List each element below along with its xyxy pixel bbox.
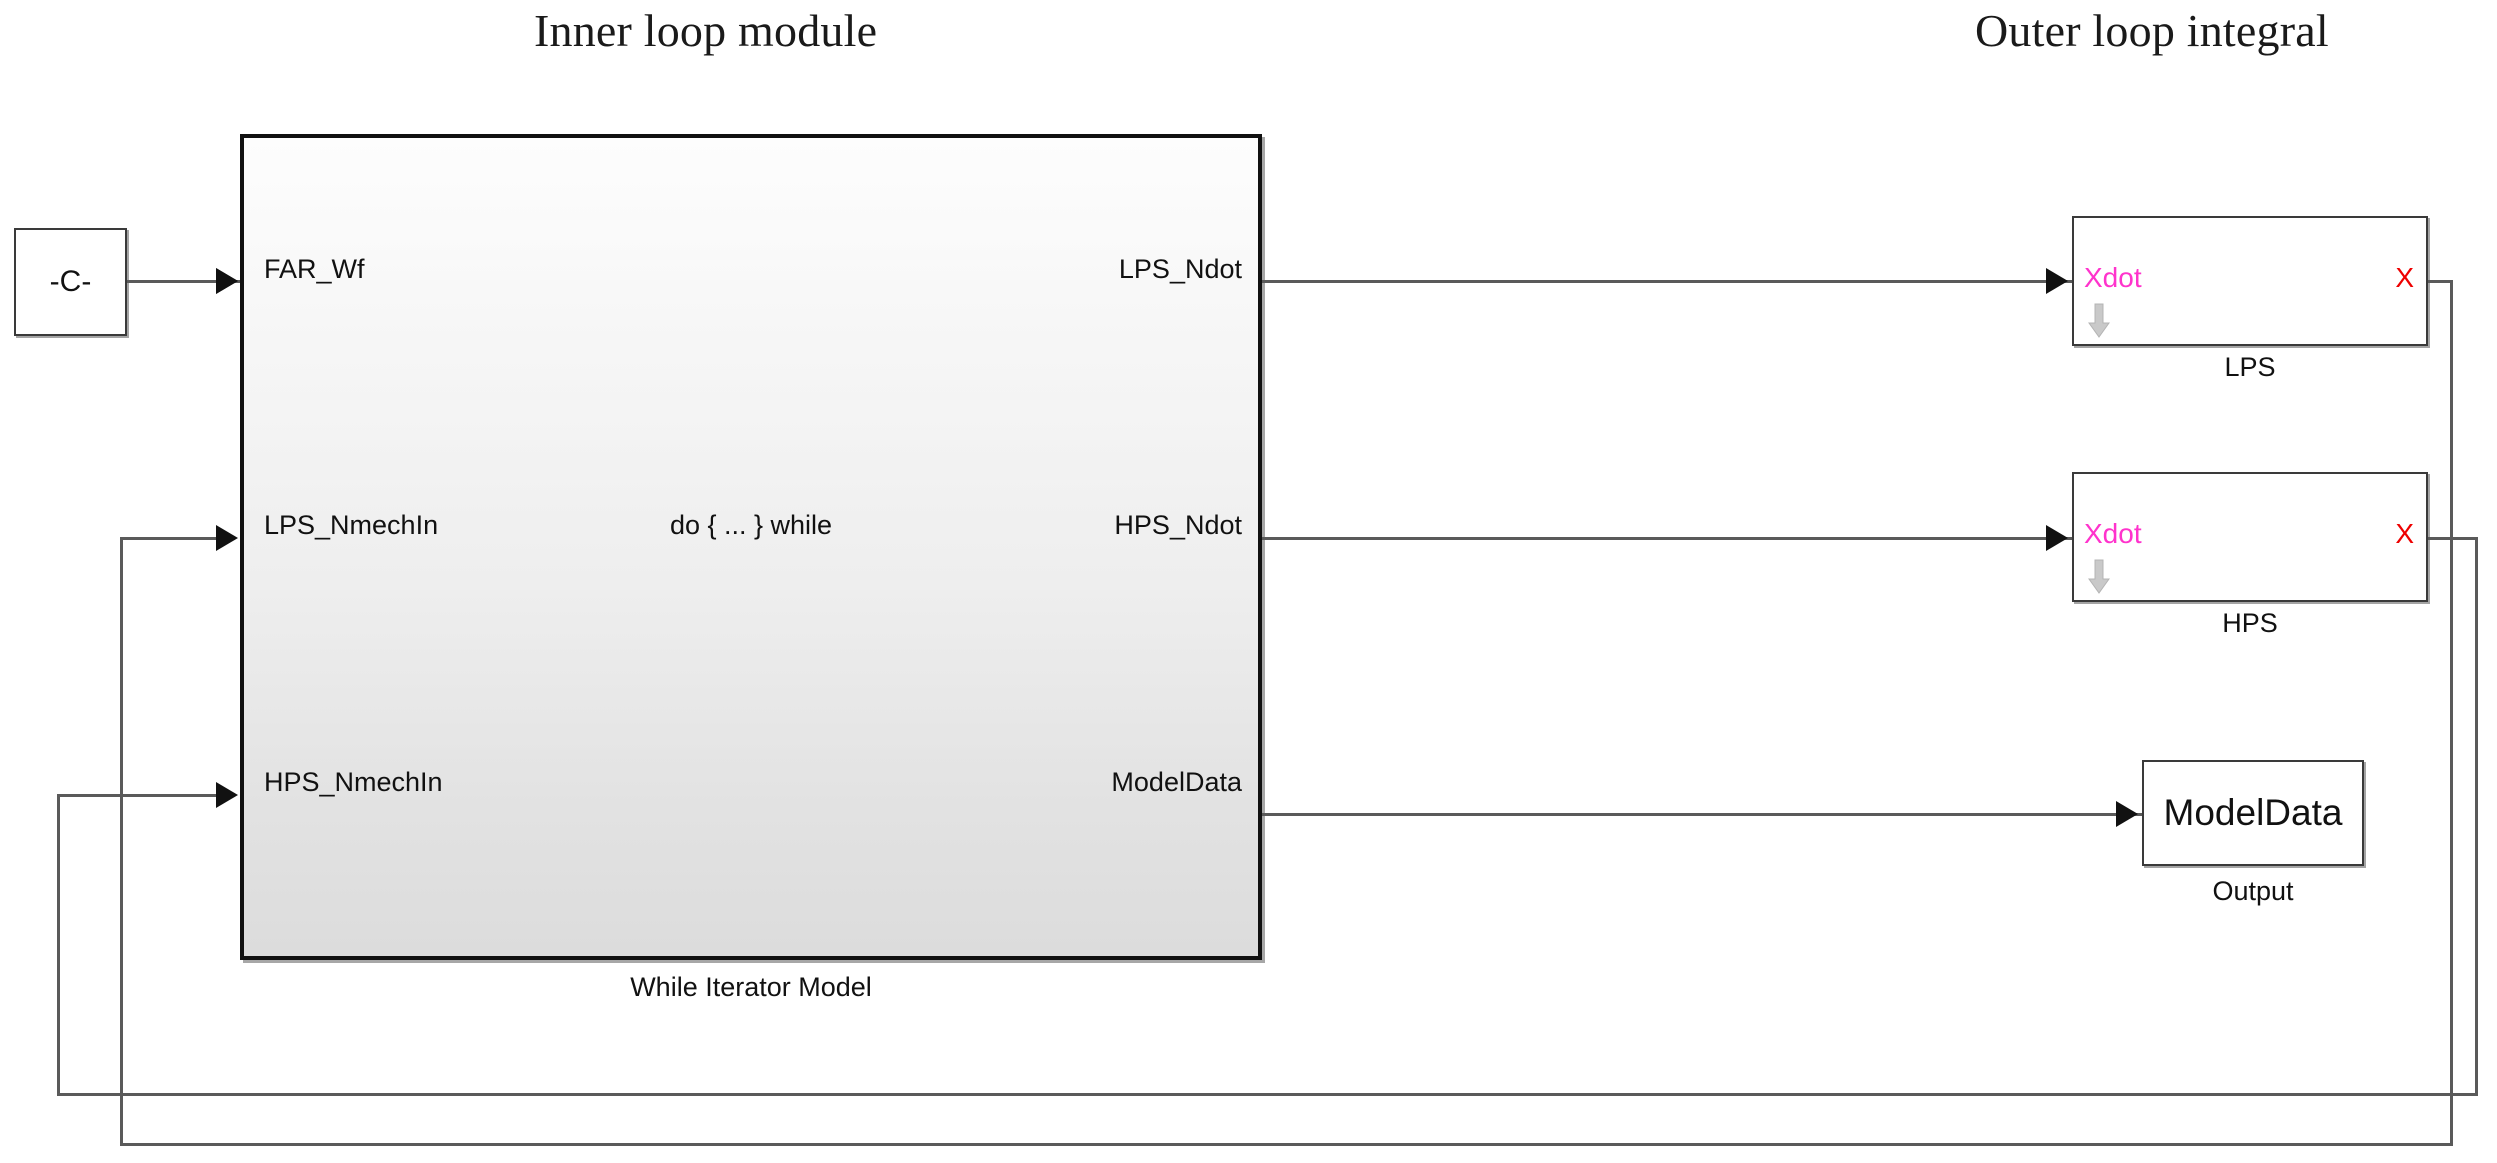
wire-modeldata-to-output xyxy=(1262,813,2142,816)
subsystem-input-port-far-wf: FAR_Wf xyxy=(264,254,365,284)
wire-hps-feedback-left xyxy=(57,794,60,1094)
subsystem-output-port-hps-ndot: HPS_Ndot xyxy=(1114,510,1242,540)
wire-lps-feedback-right xyxy=(2450,280,2453,1146)
subsystem-caption: While Iterator Model xyxy=(630,972,872,1002)
wire-hps-feedback-right xyxy=(2475,537,2478,1096)
signal-arrowhead-icon xyxy=(216,525,238,551)
constant-block[interactable]: -C- xyxy=(14,228,127,336)
wire-const-to-far-wf xyxy=(127,280,242,283)
output-block-label: ModelData xyxy=(2163,792,2343,833)
integrator-output-label-x: X xyxy=(2395,262,2414,293)
wire-lps-ndot-to-integrator xyxy=(1262,280,2072,283)
subsystem-output-port-lps-ndot: LPS_Ndot xyxy=(1118,254,1242,284)
wire-hps-feedback-top xyxy=(2428,537,2478,540)
integrator-output-label-x: X xyxy=(2395,518,2414,549)
integrator-caption-lps: LPS xyxy=(2224,352,2276,382)
wire-lps-feedback-left xyxy=(120,537,123,1143)
signal-arrowhead-icon xyxy=(2046,268,2068,294)
wire-lps-feedback-into-port xyxy=(120,537,216,540)
integrator-input-label-xdot: Xdot xyxy=(2084,262,2142,293)
wire-hps-feedback-bottom xyxy=(57,1093,2478,1096)
subsystem-input-port-hps-nmechin: HPS_NmechIn xyxy=(264,767,443,797)
integrator-block-hps[interactable]: Xdot X xyxy=(2072,472,2428,602)
subsystem-input-port-lps-nmechin: LPS_NmechIn xyxy=(264,510,439,540)
signal-arrowhead-icon xyxy=(216,268,238,294)
signal-arrowhead-icon xyxy=(2046,525,2068,551)
wire-hps-ndot-to-integrator xyxy=(1262,537,2072,540)
wire-lps-feedback-bottom xyxy=(120,1143,2453,1146)
wire-hps-feedback-into-port xyxy=(57,794,216,797)
integrator-block-lps[interactable]: Xdot X xyxy=(2072,216,2428,346)
constant-block-label: -C- xyxy=(49,265,92,298)
subsystem-body-label: do { ... } while xyxy=(669,510,833,540)
down-arrow-icon xyxy=(2086,303,2112,338)
signal-arrowhead-icon xyxy=(2116,801,2138,827)
down-arrow-icon xyxy=(2086,559,2112,594)
output-block-modeldata[interactable]: ModelData xyxy=(2142,760,2364,866)
integrator-input-label-xdot: Xdot xyxy=(2084,518,2142,549)
integrator-caption-hps: HPS xyxy=(2222,608,2278,638)
wire-lps-feedback-top xyxy=(2428,280,2453,283)
section-title-inner-loop: Inner loop module xyxy=(534,5,878,56)
output-block-caption: Output xyxy=(2212,876,2294,906)
while-iterator-subsystem[interactable]: FAR_Wf LPS_NmechIn HPS_NmechIn LPS_Ndot … xyxy=(240,134,1262,960)
section-title-outer-loop: Outer loop integral xyxy=(1975,5,2329,56)
subsystem-output-port-modeldata: ModelData xyxy=(1111,767,1242,797)
signal-arrowhead-icon xyxy=(216,782,238,808)
